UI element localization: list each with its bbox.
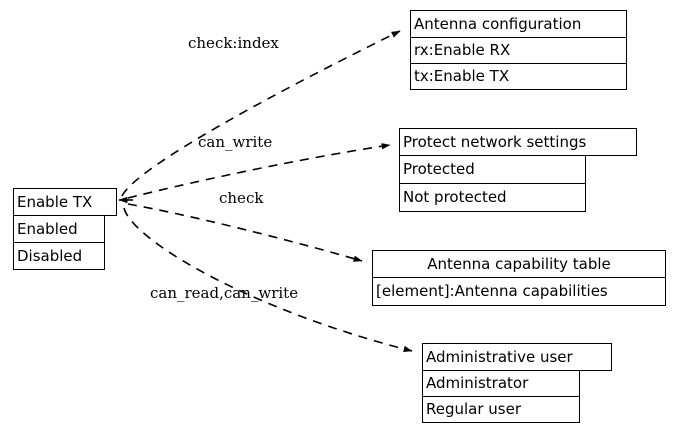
node-protect-network-settings-header: Protect network settings [399, 128, 637, 156]
node-antenna-configuration[interactable]: Antenna configuration rx:Enable RX tx:En… [410, 10, 627, 90]
edge-label-can-write: can_write [198, 133, 273, 151]
edge-can-read-can-write [123, 207, 413, 353]
node-antenna-capability-table[interactable]: Antenna capability table [element]:Anten… [372, 250, 666, 306]
node-administrative-user-header: Administrative user [422, 343, 612, 371]
node-antenna-configuration-row-0: rx:Enable RX [410, 38, 627, 64]
node-administrative-user-row-0: Administrator [422, 371, 580, 397]
edge-label-check-index: check:index [188, 34, 279, 52]
node-enable-tx-header: Enable TX [13, 188, 117, 216]
edge-check-index [121, 30, 401, 197]
node-administrative-user-row-1: Regular user [422, 397, 580, 423]
edge-check [127, 203, 363, 262]
edge-label-can-read-can-write: can_read,can_write [150, 284, 299, 302]
node-protect-network-settings[interactable]: Protect network settings Protected Not p… [399, 128, 637, 212]
node-antenna-configuration-header: Antenna configuration [410, 10, 627, 38]
node-enable-tx[interactable]: Enable TX Enabled Disabled [13, 188, 117, 270]
node-antenna-capability-table-row-0: [element]:Antenna capabilities [372, 278, 666, 306]
node-administrative-user[interactable]: Administrative user Administrator Regula… [422, 343, 612, 423]
node-enable-tx-row-1: Disabled [13, 243, 105, 270]
node-antenna-capability-table-header: Antenna capability table [372, 250, 666, 278]
node-enable-tx-row-0: Enabled [13, 216, 105, 243]
node-protect-network-settings-row-0: Protected [399, 156, 586, 184]
node-antenna-configuration-row-1: tx:Enable TX [410, 64, 627, 90]
edge-label-check: check [219, 189, 264, 207]
node-protect-network-settings-row-1: Not protected [399, 184, 586, 212]
